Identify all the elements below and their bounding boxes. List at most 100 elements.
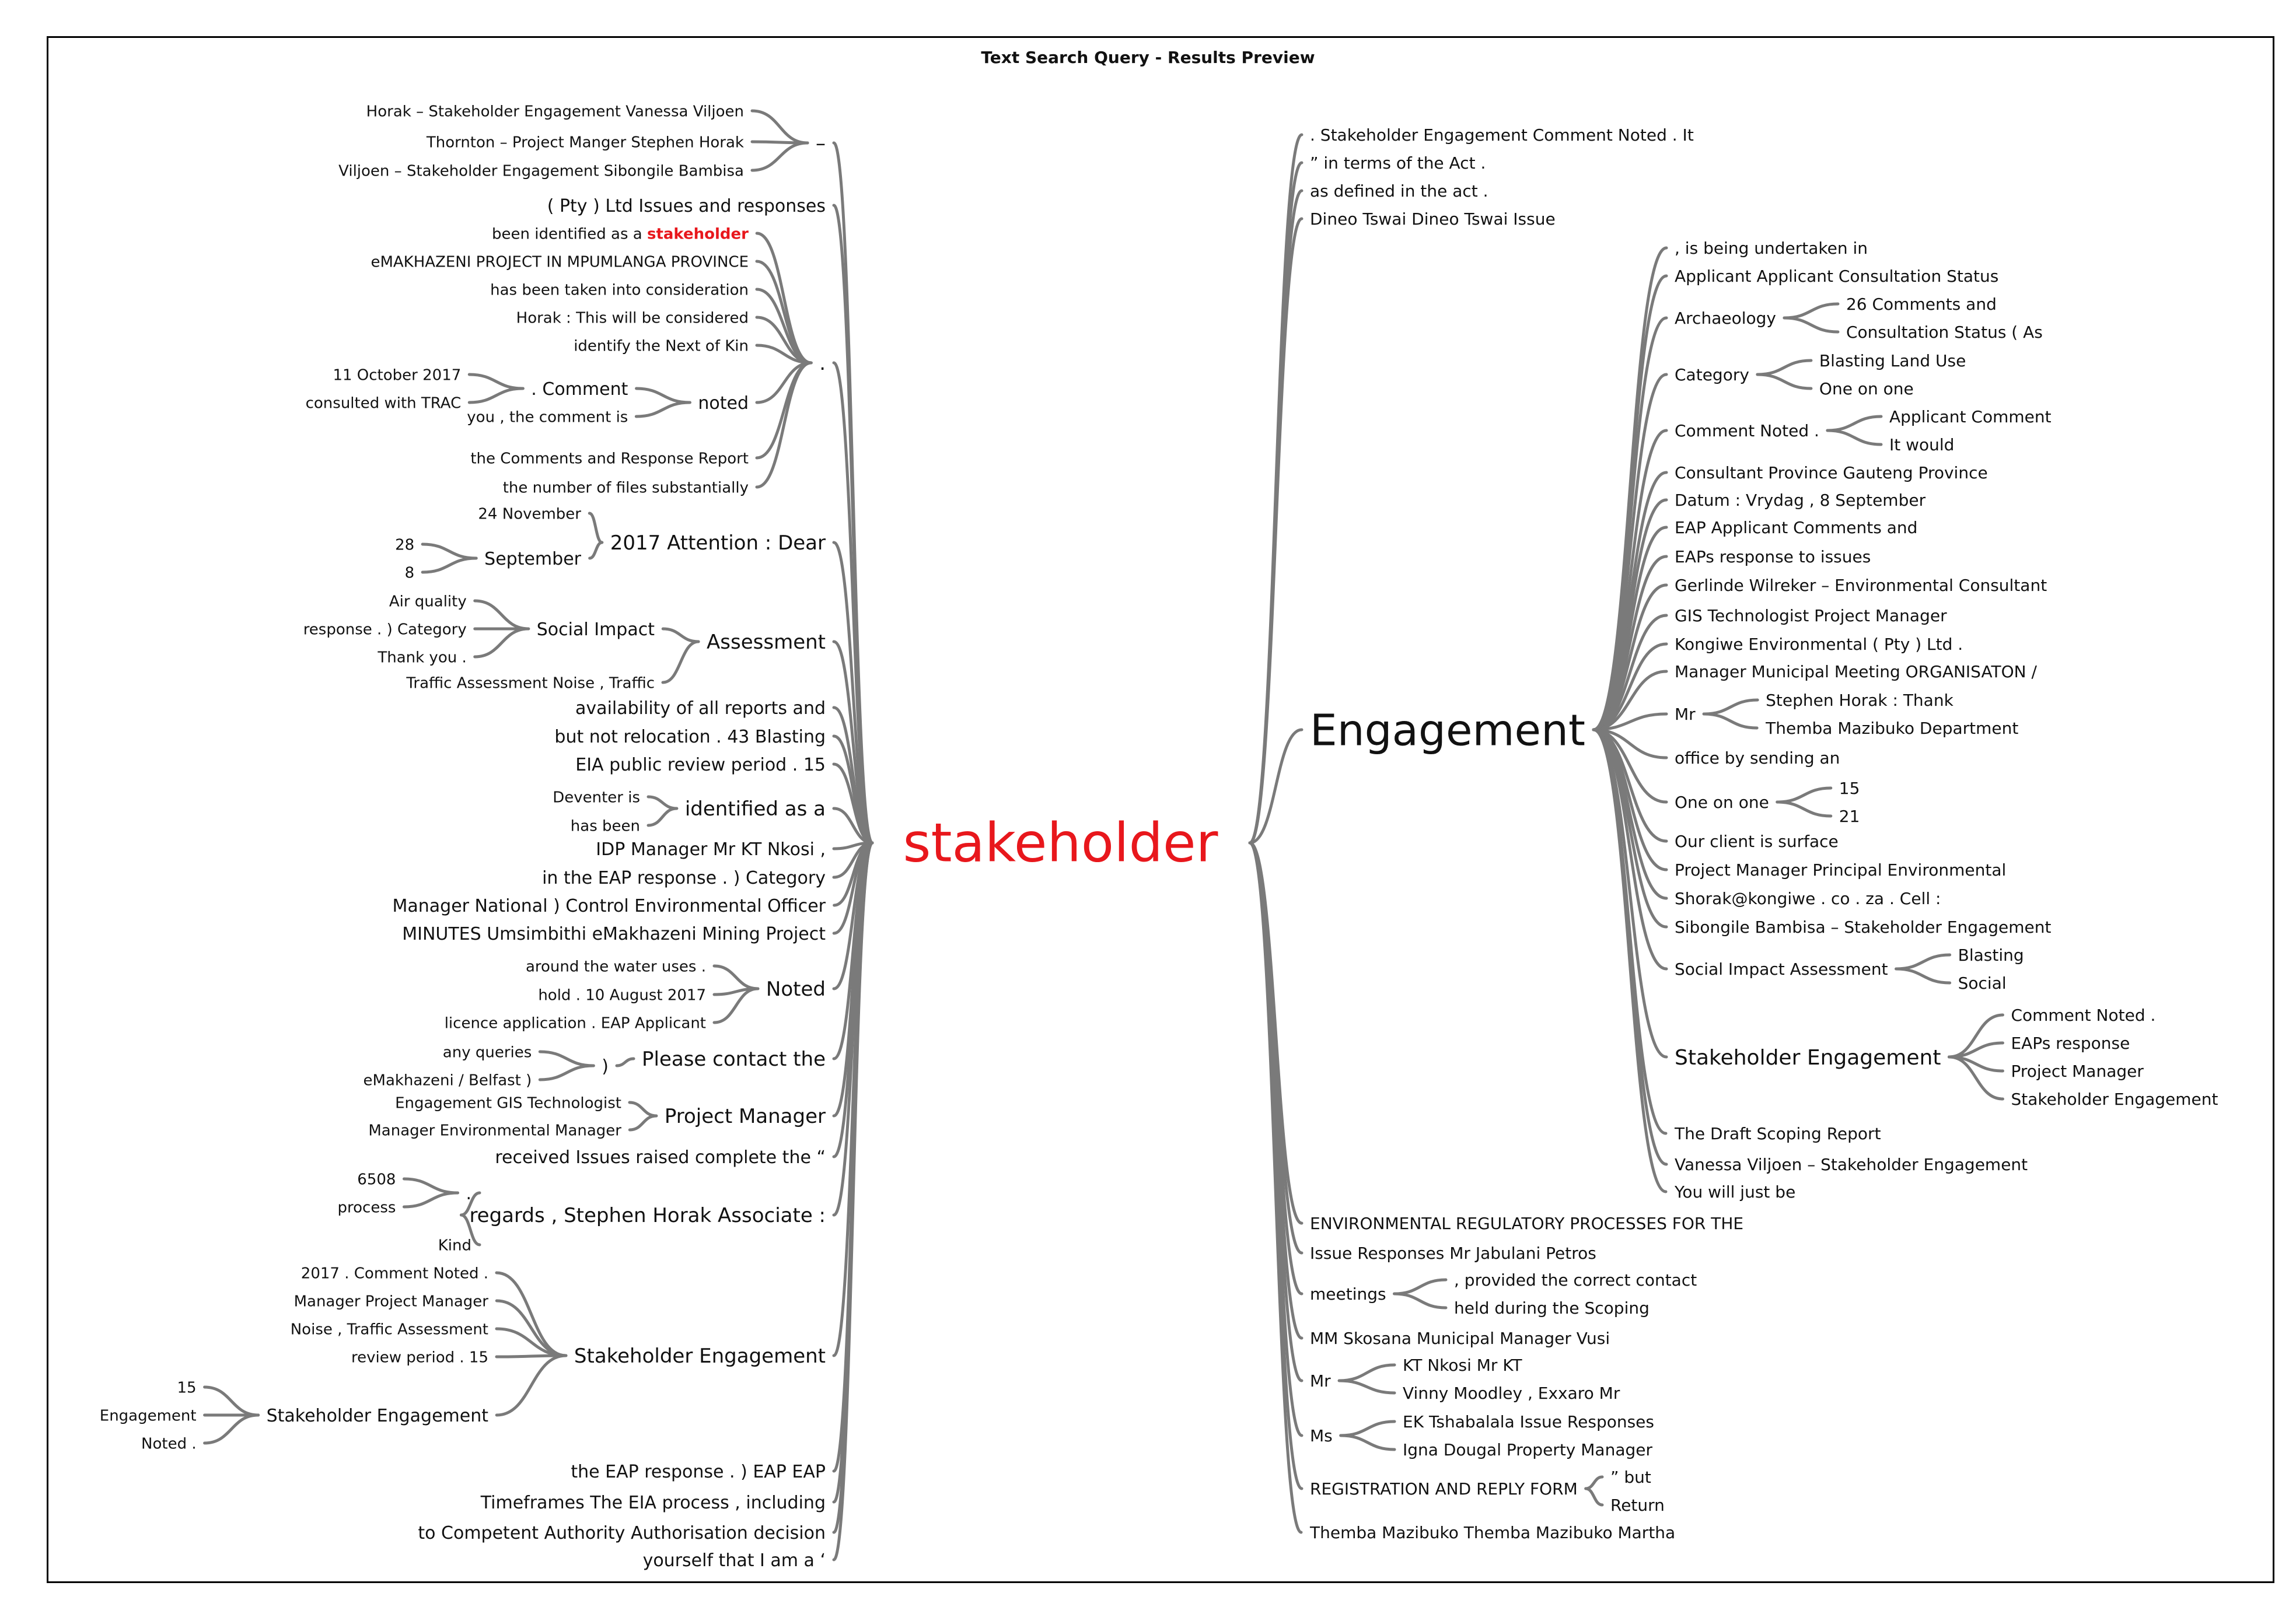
tree-node-node: – [816, 132, 826, 155]
branch-line [459, 1191, 481, 1217]
tree-node-social-impact-assessment: Social Impact Assessment [1675, 960, 1888, 979]
tree-node-air-quality: Air quality [389, 593, 467, 610]
tree-node-node: . [466, 1184, 471, 1204]
branch-line [402, 1177, 459, 1195]
tree-node-ms: Ms [1310, 1426, 1333, 1445]
tree-node-mm-skosana-municipal-manager-vusi: MM Skosana Municipal Manager Vusi [1310, 1329, 1610, 1348]
branch-line [495, 1271, 568, 1357]
branch-line [750, 141, 809, 172]
branch-line [421, 556, 478, 574]
tree-node-please-contact-the: Please contact the [642, 1048, 826, 1071]
branch-line [755, 361, 813, 460]
branch-line [402, 1191, 459, 1209]
tree-node-consulted-with-trac: consulted with TRAC [306, 394, 462, 412]
tree-node-vinny-moodley-exxaro-mr: Vinny Moodley , Exxaro Mr [1403, 1384, 1620, 1403]
tree-node-thank-you: Thank you . [377, 649, 466, 666]
tree-node-you-will-just-be: You will just be [1674, 1182, 1795, 1202]
tree-node-office-by-sending-an: office by sending an [1675, 748, 1840, 768]
tree-node-gis-technologist-project-manager: GIS Technologist Project Manager [1675, 606, 1947, 625]
branch-line [1592, 728, 1668, 843]
branch-line [1776, 800, 1833, 818]
tree-node-social: Social [1958, 974, 2007, 993]
branch-line [1592, 728, 1668, 1135]
tree-node-project-manager: Project Manager [2011, 1062, 2144, 1081]
tree-node-but: ” but [1610, 1468, 1651, 1487]
branch-line [538, 1064, 595, 1081]
branch-line [712, 987, 760, 996]
tree-node-eia-public-review-period-15: EIA public review period . 15 [575, 755, 826, 775]
tree-node-6508: 6508 [357, 1171, 396, 1188]
tree-node-mr: Mr [1310, 1371, 1331, 1391]
tree-node-manager-national-control-environmental-officer: Manager National ) Control Environmental… [392, 896, 826, 916]
branch-line [421, 542, 478, 560]
branch-line [1584, 1475, 1604, 1490]
branch-line [1339, 1420, 1396, 1437]
tree-node-node: . [819, 352, 826, 375]
tree-node-consultant-province-gauteng-province: Consultant Province Gauteng Province [1675, 463, 1988, 482]
tree-node-social-impact: Social Impact [537, 619, 655, 640]
branch-line [1783, 302, 1840, 320]
branch-line [628, 1114, 658, 1132]
tree-node-stakeholder-engagement-comment-noted-it: . Stakeholder Engagement Comment Noted .… [1310, 125, 1694, 145]
branch-line [588, 512, 604, 544]
branch-line [1337, 1379, 1396, 1395]
tree-node-minutes-umsimbithi-emakhazeni-mining-project: MINUTES Umsimbithi eMakhazeni Mining Pro… [402, 924, 826, 944]
tree-node-project-manager-principal-environmental: Project Manager Principal Environmental [1675, 860, 2006, 880]
branch-line [1248, 841, 1303, 1225]
tree-node-regards-stephen-horak-associate: regards , Stephen Horak Associate : [469, 1204, 826, 1227]
tree-node-has-been: has been [571, 817, 640, 835]
tree-node-comment-noted: Comment Noted . [1675, 421, 1819, 440]
tree-node-stephen-horak-thank: Stephen Horak : Thank [1766, 691, 1953, 710]
branch-line [495, 1354, 568, 1417]
tree-node-meetings: meetings [1310, 1284, 1386, 1304]
branch-line [832, 141, 874, 845]
tree-node-emakhazeni-belfast: eMakhazeni / Belfast ) [364, 1072, 532, 1089]
tree-node-engagement: Engagement [100, 1407, 197, 1424]
branch-line [615, 1057, 635, 1067]
tree-node-engagement: Engagement [1310, 706, 1585, 756]
branch-line [1592, 246, 1668, 731]
branch-line [661, 640, 700, 684]
tree-node-the-number-of-files-substantially: the number of files substantially [503, 479, 749, 496]
tree-node-thornton-project-manger-stephen-horak: Thornton – Project Manger Stephen Horak [426, 134, 744, 151]
tree-node-held-during-the-scoping: held during the Scoping [1454, 1298, 1650, 1318]
branch-line [1584, 1487, 1604, 1507]
tree-node-blasting-land-use: Blasting Land Use [1819, 351, 1966, 370]
tree-node-sibongile-bambisa-stakeholder-engagement: Sibongile Bambisa – Stakeholder Engageme… [1675, 918, 2051, 937]
tree-node-themba-mazibuko-department: Themba Mazibuko Department [1765, 719, 2018, 738]
branch-line [712, 964, 760, 990]
tree-node-in-terms-of-the-act: ” in terms of the Act . [1310, 153, 1486, 173]
tree-node-horak-stakeholder-engagement-vanessa-viljoen: Horak – Stakeholder Engagement Vanessa V… [366, 103, 744, 120]
tree-node-assessment: Assessment [707, 631, 826, 654]
tree-node-any-queries: any queries [443, 1044, 532, 1061]
tree-node-around-the-water-uses: around the water uses . [526, 958, 706, 975]
tree-node-been-identified-as-a-stakeholder: been identified as a stakeholder [492, 225, 749, 243]
tree-node-kt-nkosi-mr-kt: KT Nkosi Mr KT [1403, 1356, 1523, 1375]
tree-node-to-competent-authority-authorisation-decision: to Competent Authority Authorisation dec… [418, 1523, 826, 1543]
branch-line [661, 627, 700, 643]
tree-node-blasting: Blasting [1958, 946, 2024, 965]
tree-node-2017-attention-dear: 2017 Attention : Dear [610, 531, 826, 555]
tree-node-stakeholder-engagement: Stakeholder Engagement [267, 1406, 489, 1426]
tree-node-dineo-tswai-dineo-tswai-issue: Dineo Tswai Dineo Tswai Issue [1310, 209, 1556, 229]
tree-node-response-category: response . ) Category [303, 621, 467, 638]
branch-line [1337, 1363, 1396, 1382]
tree-node-licence-application-eap-applicant: licence application . EAP Applicant [445, 1014, 706, 1032]
branch-line [1756, 359, 1813, 376]
tree-node-noise-traffic-assessment: Noise , Traffic Assessment [291, 1321, 488, 1338]
branch-line [1393, 1278, 1448, 1296]
branch-line [1339, 1434, 1396, 1451]
tree-node-applicant-applicant-consultation-status: Applicant Applicant Consultation Status [1675, 267, 1998, 286]
branch-line [634, 401, 691, 418]
branch-line [1592, 728, 1668, 1059]
branch-line [628, 1101, 658, 1118]
tree-node-21: 21 [1839, 807, 1860, 826]
tree-node-identify-the-next-of-kin: identify the Next of Kin [574, 337, 749, 355]
branch-line [1702, 712, 1759, 730]
tree-node-registration-and-reply-form: REGISTRATION AND REPLY FORM [1310, 1479, 1578, 1499]
branch-line [467, 387, 525, 404]
tree-node-archaeology: Archaeology [1675, 309, 1776, 328]
tree-node-engagement-gis-technologist: Engagement GIS Technologist [395, 1094, 621, 1112]
tree-node-return: Return [1610, 1496, 1665, 1515]
